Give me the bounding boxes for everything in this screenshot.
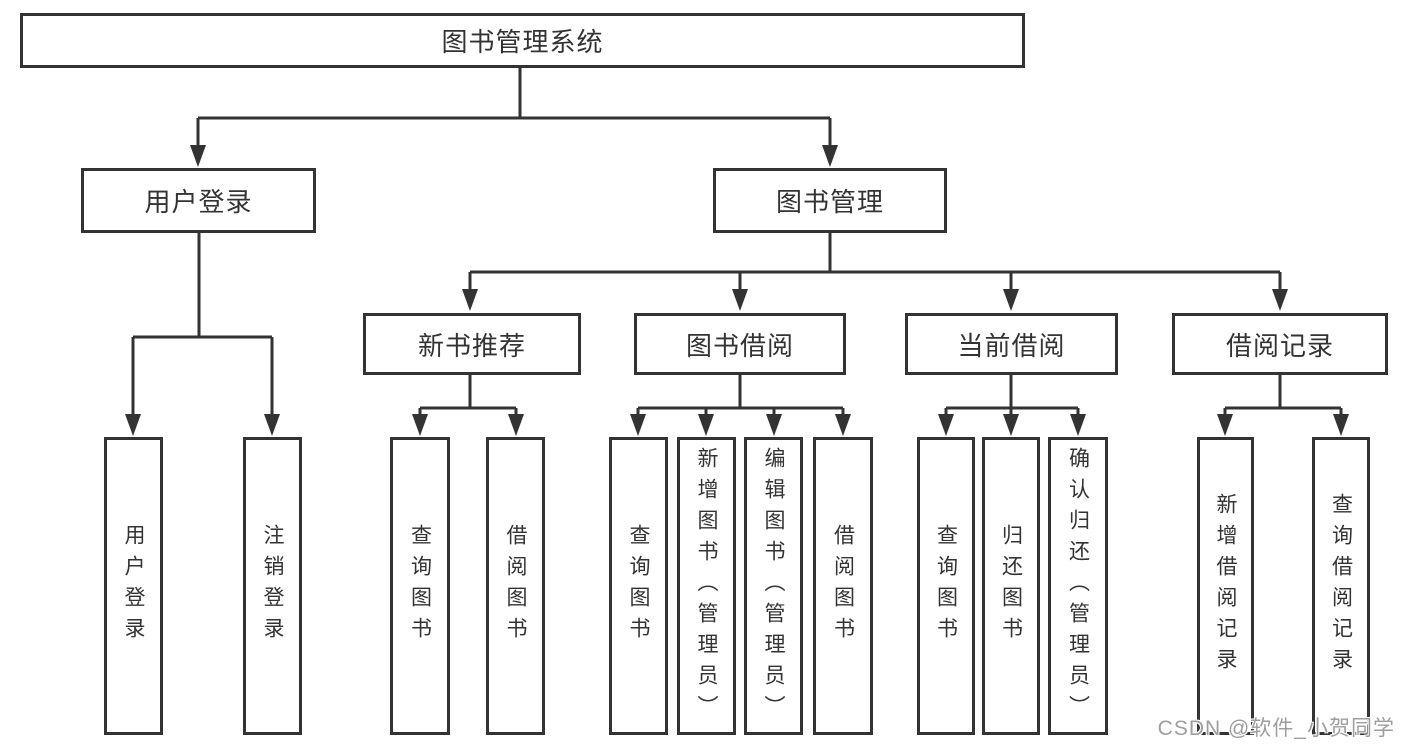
arrowheads (125, 145, 1349, 436)
leaf-logout: 注销登录 (243, 437, 302, 735)
node-label: 编辑图书（管理员） (762, 446, 786, 726)
leaf-confirm-return-admin: 确认归还（管理员） (1048, 437, 1108, 735)
node-borrow-records: 借阅记录 (1172, 313, 1388, 375)
node-label: 用户登录 (122, 524, 146, 648)
node-label: 确认归还（管理员） (1066, 446, 1090, 726)
node-label: 查询图书 (627, 524, 651, 648)
node-label: 图书管理系统 (441, 27, 604, 57)
node-label: 当前借阅 (957, 330, 1066, 361)
node-book-borrowing: 图书借阅 (634, 313, 846, 375)
csdn-watermark: CSDN @软件_小贺同学 (1157, 717, 1395, 740)
node-label: 查询图书 (934, 524, 958, 648)
node-label: 图书管理 (775, 187, 884, 217)
node-label: 借阅图书 (831, 524, 855, 648)
node-book-management: 图书管理 (713, 168, 947, 233)
leaf-user-login: 用户登录 (104, 437, 163, 735)
node-label: 借阅图书 (504, 524, 528, 648)
node-user-login: 用户登录 (81, 168, 316, 233)
connector-edges (131, 68, 1343, 418)
leaf-edit-books-admin: 编辑图书（管理员） (744, 437, 803, 735)
leaf-newbook-query-books: 查询图书 (390, 437, 450, 735)
node-label: 注销登录 (261, 524, 285, 648)
leaf-current-query-books: 查询图书 (917, 437, 975, 735)
node-label: 归还图书 (999, 524, 1023, 648)
node-current-borrowing: 当前借阅 (905, 313, 1118, 375)
node-label: 新增图书（管理员） (695, 446, 719, 726)
node-label: 用户登录 (144, 187, 253, 217)
leaf-add-books-admin: 新增图书（管理员） (677, 437, 736, 735)
leaf-add-borrow-record: 新增借阅记录 (1197, 437, 1254, 735)
node-label: 查询图书 (408, 524, 432, 648)
node-label: 新增借阅记录 (1214, 493, 1238, 679)
node-new-book-recommend: 新书推荐 (363, 313, 581, 375)
node-label: 图书借阅 (685, 330, 794, 361)
leaf-borrowing-borrow-books: 借阅图书 (813, 437, 873, 735)
node-label: 新书推荐 (417, 330, 526, 361)
leaf-borrowing-query-books: 查询图书 (609, 437, 668, 735)
node-label: 借阅记录 (1225, 330, 1334, 361)
node-label: 查询借阅记录 (1329, 493, 1353, 679)
leaf-query-borrow-record: 查询借阅记录 (1312, 437, 1370, 735)
leaf-newbook-borrow-books: 借阅图书 (486, 437, 545, 735)
leaf-return-books: 归还图书 (982, 437, 1040, 735)
node-library-system: 图书管理系统 (20, 13, 1025, 68)
